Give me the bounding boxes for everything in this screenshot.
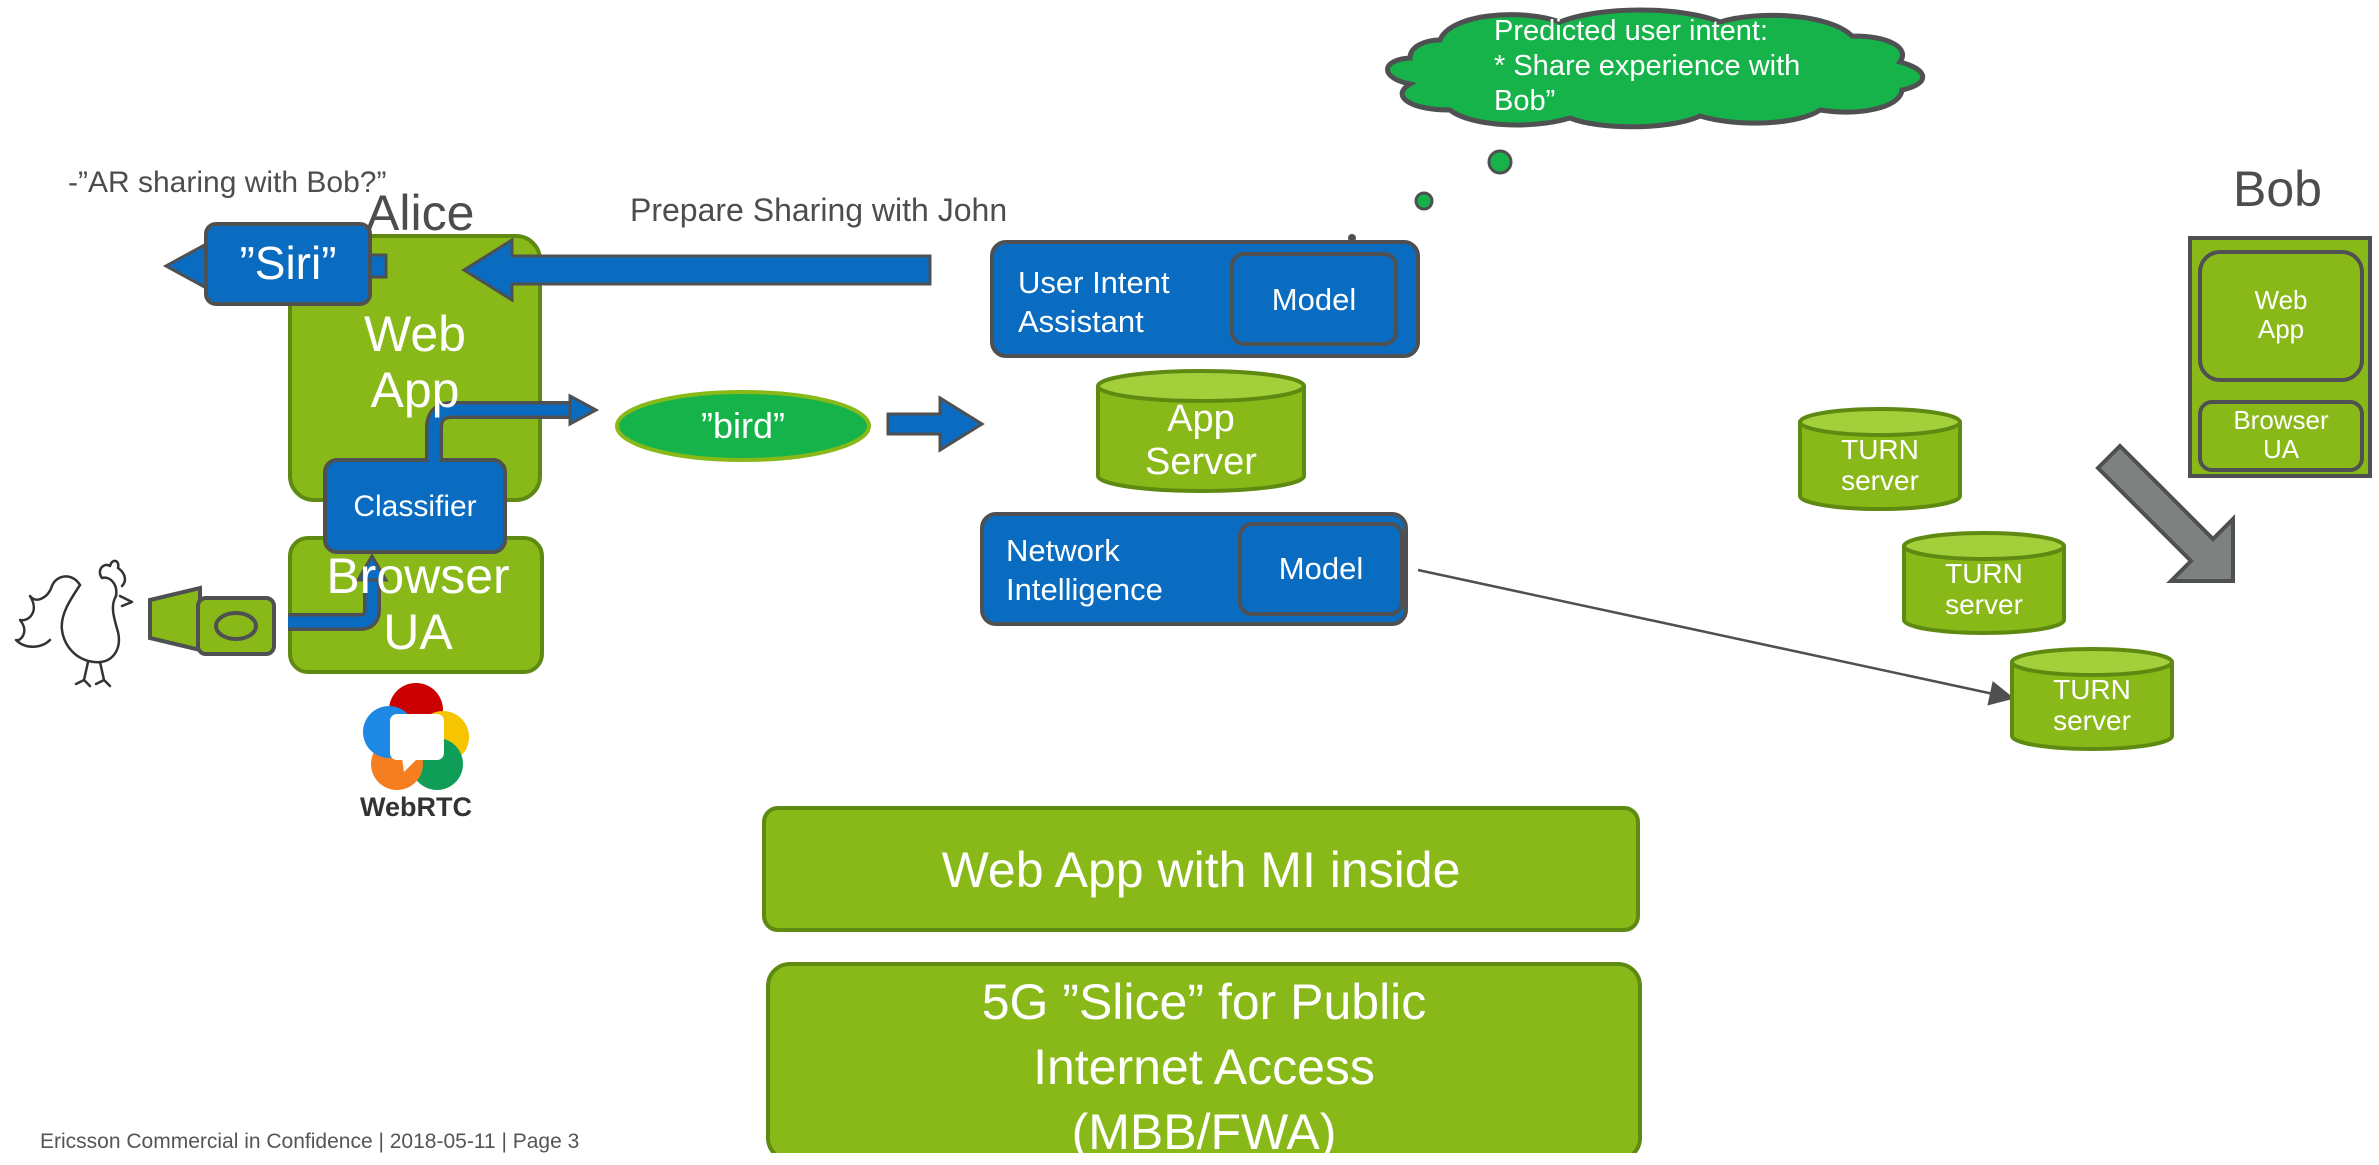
webapp-mi-box xyxy=(762,806,1640,932)
app-server-text: App Server xyxy=(1098,398,1304,483)
thought-dot-medium xyxy=(1414,191,1434,211)
bob-browser-line-2: UA xyxy=(2262,434,2300,465)
cloud-line-2: * Share experience with xyxy=(1494,49,1801,82)
app-server-line-1: App xyxy=(1167,398,1235,440)
quote-text: -”AR sharing with Bob?” xyxy=(68,166,387,199)
turn-2-line-1: TURN xyxy=(1945,558,2023,589)
user-intent-model-box xyxy=(1230,252,1398,346)
bird-ellipse xyxy=(615,390,871,462)
user-intent-line-1: User Intent xyxy=(1018,265,1170,300)
alice-browser-text: Browser UA xyxy=(292,548,544,660)
network-intel-text: Network Intelligence xyxy=(1006,532,1163,610)
network-intel-line-2: Intelligence xyxy=(1006,571,1163,607)
cloud-line-3: Bob” xyxy=(1494,84,1556,117)
bob-browser-text: Browser UA xyxy=(2200,405,2362,465)
bob-webapp-line-1: Web xyxy=(2254,285,2308,315)
turn-server-1-text: TURN server xyxy=(1800,434,1960,497)
slice-text: 5G ”Slice” for Public Internet Access (M… xyxy=(768,970,1640,1165)
turn-1-line-1: TURN xyxy=(1841,434,1919,465)
cloud-line-1: Predicted user intent: xyxy=(1494,15,1769,47)
slice-line-1: 5G ”Slice” for Public xyxy=(981,974,1427,1030)
turn-2-line-2: server xyxy=(1945,589,2023,621)
bob-webapp-text: Web App xyxy=(2200,285,2362,345)
user-intent-text: User Intent Assistant xyxy=(1018,264,1170,342)
webrtc-label: WebRTC xyxy=(360,792,472,822)
network-intel-model-label: Model xyxy=(1278,551,1364,586)
turn-server-cylinder-2 xyxy=(1902,531,2066,635)
thought-cloud xyxy=(1385,7,1926,130)
network-intel-model-box xyxy=(1238,522,1404,616)
prepare-sharing-arrow xyxy=(461,237,932,303)
turn-3-line-1: TURN xyxy=(2053,674,2131,705)
bob-browser-box xyxy=(2198,400,2364,472)
app-server-line-2: Server xyxy=(1145,440,1257,483)
siri-box xyxy=(204,222,372,306)
turn-server-cylinder-1 xyxy=(1798,407,1962,511)
bob-browser-line-1: Browser xyxy=(2233,405,2329,435)
network-intel-line-1: Network xyxy=(1006,533,1120,568)
webrtc-logo xyxy=(363,683,469,790)
webapp-mi-label: Web App with MI inside xyxy=(941,842,1461,898)
slice-line-2: Internet Access xyxy=(1033,1039,1375,1095)
alice-webapp-line-1: Web xyxy=(364,306,466,362)
app-server-cylinder xyxy=(1096,369,1306,493)
turn-server-3-text: TURN server xyxy=(2012,674,2172,737)
siri-label: ”Siri” xyxy=(239,237,337,289)
alice-webapp-text: Web App xyxy=(300,306,530,418)
turn-server-cylinder-3 xyxy=(2010,647,2174,751)
network-to-turn-line xyxy=(1417,568,2015,706)
turn-1-line-2: server xyxy=(1841,465,1919,497)
alice-label: Alice xyxy=(366,185,475,241)
classifier-box xyxy=(323,458,507,554)
user-intent-model-label: Model xyxy=(1271,282,1357,317)
rooster-icon xyxy=(14,559,134,688)
alice-browser-line-2: UA xyxy=(383,604,453,660)
bird-label: ”bird” xyxy=(700,405,785,446)
alice-webapp-line-2: App xyxy=(370,362,460,418)
bird-to-server-arrow xyxy=(886,395,985,453)
footer-text: Ericsson Commercial in Confidence | 2018… xyxy=(40,1130,580,1153)
cloud-text: Predicted user intent: * Share experienc… xyxy=(1494,14,1800,118)
prepare-sharing-text: Prepare Sharing with John xyxy=(630,192,1008,228)
bob-gray-arrow xyxy=(2095,443,2235,583)
bob-webapp-box xyxy=(2198,250,2364,382)
turn-server-2-text: TURN server xyxy=(1904,558,2064,621)
turn-3-line-2: server xyxy=(2053,705,2131,737)
alice-browser-line-1: Browser xyxy=(326,548,510,604)
slice-box xyxy=(766,962,1642,1153)
bob-label: Bob xyxy=(2233,161,2322,217)
camera-icon xyxy=(148,585,276,656)
bob-webapp-line-2: App xyxy=(2257,314,2305,345)
thought-dot-small xyxy=(1348,234,1356,242)
user-intent-line-2: Assistant xyxy=(1018,303,1144,339)
slice-line-3: (MBB/FWA) xyxy=(1071,1104,1337,1160)
classifier-label: Classifier xyxy=(353,490,477,523)
thought-dot-large xyxy=(1487,149,1513,175)
